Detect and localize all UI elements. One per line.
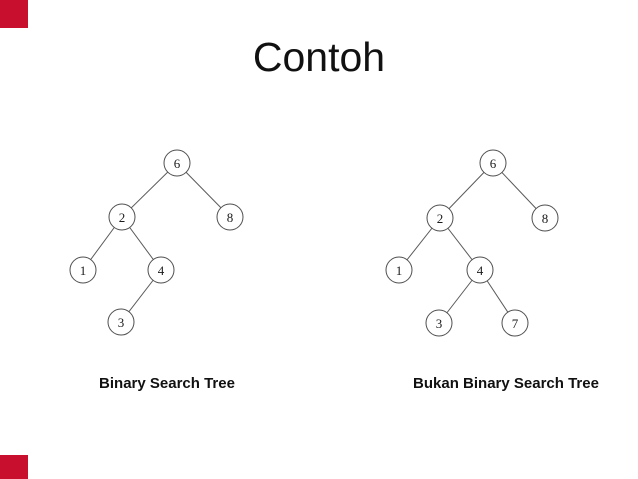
tree-node-value: 3 bbox=[436, 316, 443, 331]
tree-node-value: 6 bbox=[174, 156, 181, 171]
tree-node bbox=[107, 308, 135, 336]
corner-accent-bottom-left bbox=[0, 455, 28, 479]
tree-node bbox=[426, 204, 454, 232]
tree-node bbox=[501, 309, 529, 337]
tree-node bbox=[531, 204, 559, 232]
tree-node bbox=[425, 309, 453, 337]
tree-node bbox=[479, 149, 507, 177]
tree-node-value: 4 bbox=[477, 263, 484, 278]
tree-node bbox=[163, 149, 191, 177]
slide-title: Contoh bbox=[252, 34, 386, 80]
tree-node bbox=[147, 256, 175, 284]
tree-node bbox=[69, 256, 97, 284]
tree-node-value: 1 bbox=[80, 263, 87, 278]
tree-node-value: 8 bbox=[227, 210, 234, 225]
tree-node bbox=[216, 203, 244, 231]
tree-node bbox=[466, 256, 494, 284]
tree-node bbox=[385, 256, 413, 284]
tree-node-value: 7 bbox=[512, 316, 519, 331]
tree-node-value: 1 bbox=[396, 263, 403, 278]
tree-node-value: 4 bbox=[158, 263, 165, 278]
tree-node-value: 3 bbox=[118, 315, 125, 330]
caption-binary-search-tree: Binary Search Tree bbox=[99, 375, 235, 392]
tree-node-value: 6 bbox=[490, 156, 497, 171]
tree-node bbox=[108, 203, 136, 231]
corner-accent-top-left bbox=[0, 0, 28, 28]
tree-node-value: 2 bbox=[437, 211, 444, 226]
caption-bukan-binary-search-tree: Bukan Binary Search Tree bbox=[413, 375, 599, 392]
tree-node-value: 2 bbox=[119, 210, 126, 225]
tree-node-value: 8 bbox=[542, 211, 549, 226]
